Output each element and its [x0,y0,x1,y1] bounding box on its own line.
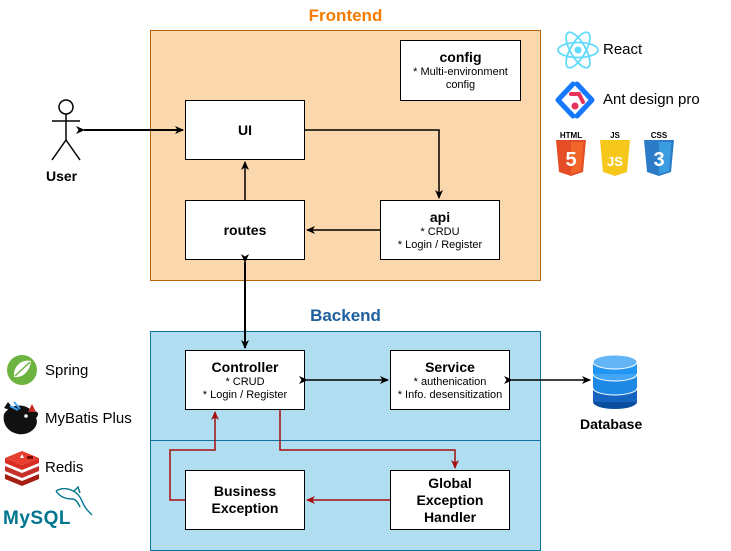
controller-line-2: * Login / Register [202,388,288,401]
business-exception-box: Business Exception [185,470,305,530]
spring-label: Spring [45,362,89,379]
database-label: Database [580,416,643,432]
mybatis-icon [3,401,39,435]
config-box: config * Multi-environment config [400,40,521,101]
global-handler-line-1: Global [428,474,472,491]
css3-icon: 3 [644,140,674,176]
routes-box: routes [185,200,305,260]
mybatis-label: MyBatis Plus [45,410,132,427]
mysql-logo-text: MySQL [3,508,71,529]
ui-box: UI [185,100,305,160]
ant-design-label: Ant design pro [603,91,700,108]
react-icon [557,31,599,69]
business-exception-line-1: Business [213,483,277,499]
service-box: Service * authenication * Info. desensit… [390,350,510,410]
global-handler-line-2: Exception [416,491,484,508]
global-exception-handler-box: Global Exception Handler [390,470,510,530]
user-icon [51,99,81,161]
frontend-title: Frontend [308,6,383,25]
css3-label: CSS [650,131,668,140]
global-handler-line-3: Handler [423,508,477,525]
css3-number: 3 [653,149,664,171]
html5-icon: 5 [556,140,586,176]
ant-design-icon [555,81,595,119]
database-icon [592,354,638,409]
html5-number: 5 [565,149,576,171]
controller-box: Controller * CRUD * Login / Register [185,350,305,410]
js-number: JS [607,154,623,169]
config-title: config [439,49,482,65]
service-title: Service [425,358,475,375]
config-line-2: config [445,79,476,91]
html5-label: HTML [559,131,583,140]
js-icon: JS [600,140,630,176]
redis-icon [5,451,39,486]
api-line-2: * Login / Register [397,238,483,251]
service-line-2: * Info. desensitization [397,388,503,401]
routes-title: routes [223,221,267,238]
spring-icon [7,355,37,385]
controller-line-1: * CRUD [225,375,265,388]
service-line-1: * authenication [413,375,487,388]
js-label: JS [610,131,620,140]
user-label: User [46,168,78,184]
config-line-1: * Multi-environment [413,66,508,78]
ui-title: UI [238,121,252,138]
api-title: api [429,208,451,225]
api-box: api * CRDU * Login / Register [380,200,500,260]
controller-title: Controller [211,358,279,375]
redis-label: Redis [45,459,84,476]
backend-title: Backend [310,306,381,325]
api-line-1: * CRDU [420,225,460,238]
backend-divider [150,440,541,441]
business-exception-line-2: Exception [211,500,279,516]
react-label: React [603,41,643,58]
